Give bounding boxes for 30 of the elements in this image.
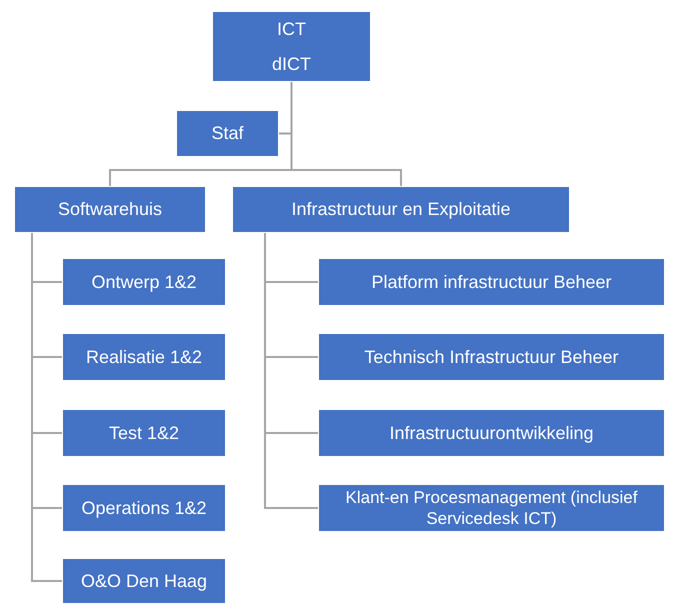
unit-label: Test 1&2: [108, 422, 180, 444]
org-box: [232, 186, 570, 233]
org-box: [62, 258, 226, 306]
unit-label: O&O Den Haag: [80, 570, 208, 592]
org-box: [62, 409, 226, 457]
unit-label: Staf: [211, 122, 244, 145]
unit-label: ICT: [277, 18, 306, 40]
org-box: [318, 484, 665, 532]
unit-label: Realisatie 1&2: [86, 346, 202, 368]
org-box: [318, 409, 665, 457]
unit-label: Klant-en Procesmanagement (inclusief Servicedesk ICT): [344, 486, 638, 530]
connector-line: [290, 82, 402, 186]
org-box: [212, 11, 371, 82]
org-box: [318, 333, 665, 381]
unit-label: Technisch Infrastructuur Beheer: [364, 346, 619, 368]
org-box: [62, 558, 226, 604]
org-box: [14, 186, 206, 233]
connector-line: [264, 233, 318, 509]
unit-label: Platform infrastructuur Beheer: [371, 270, 612, 294]
unit-label: Ontwerp 1&2: [91, 270, 197, 294]
unit-label: dICT: [272, 52, 311, 75]
org-box: [176, 110, 279, 157]
org-box: [62, 484, 226, 532]
unit-label: Softwarehuis: [58, 198, 162, 221]
unit-label: Infrastructuurontwikkeling: [389, 422, 594, 444]
org-box: [318, 258, 665, 306]
connector-line: [31, 233, 62, 582]
org-box: [62, 333, 226, 381]
unit-label: Operations 1&2: [81, 496, 207, 520]
unit-label: Infrastructuur en Exploitatie: [291, 198, 511, 221]
